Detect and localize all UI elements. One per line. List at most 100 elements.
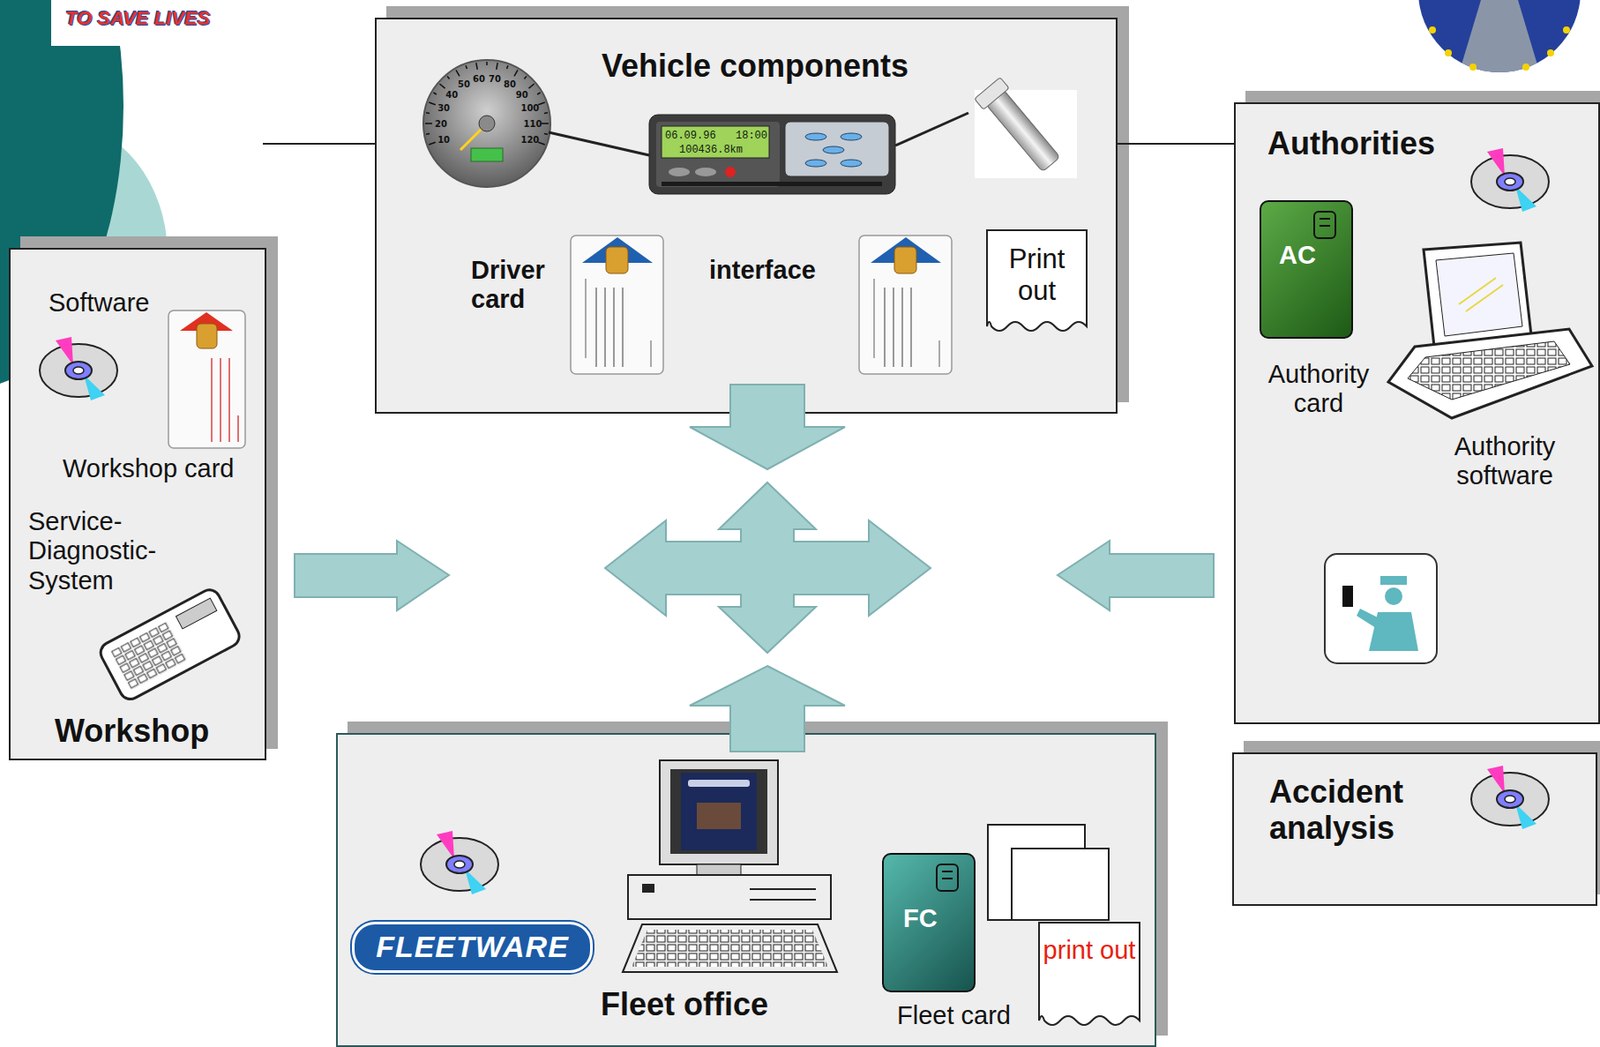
node-label: Workshop card	[62, 454, 235, 484]
speedometer	[428, 102, 436, 105]
speedometer	[423, 59, 551, 187]
paper-stack	[1011, 848, 1109, 920]
authority-box: AuthoritiesAuthority cardAuthority softw…	[1233, 102, 1600, 725]
exchange-arrows	[294, 540, 449, 611]
eu-emblem	[1547, 49, 1555, 57]
display-readout: 18:00	[735, 129, 768, 143]
paper-stack	[987, 824, 1085, 920]
card-chip-icon	[942, 877, 953, 880]
node-title: FLEETWARE	[354, 929, 591, 965]
laptop	[1435, 253, 1523, 337]
fleet-card: FC	[882, 852, 976, 993]
tachograph	[649, 114, 896, 195]
connector-line	[1117, 142, 1234, 145]
workshop-box: SoftwareWorkshop cardService- Diagnostic…	[8, 247, 267, 761]
speedometer	[428, 142, 436, 145]
gauge-number: 70	[488, 73, 501, 83]
laptop	[1388, 242, 1593, 419]
officer-icon	[1342, 585, 1354, 607]
wire	[548, 132, 650, 156]
eu-emblem	[1418, 0, 1581, 73]
exchange-arrows	[605, 482, 931, 653]
speedometer	[433, 92, 436, 95]
workshop-card-picture	[168, 310, 246, 449]
officer-icon	[1324, 553, 1437, 664]
speedometer	[426, 133, 430, 135]
speedometer	[426, 112, 430, 114]
tachograph	[822, 146, 845, 154]
speedometer	[485, 61, 488, 66]
exchange-arrows	[1057, 540, 1214, 611]
node-label: Authority software	[1426, 432, 1584, 492]
workshop-card-picture	[210, 358, 213, 442]
eu-emblem	[1469, 63, 1477, 71]
sensor	[974, 89, 1077, 179]
computer	[670, 769, 768, 854]
paper-stack	[987, 824, 1109, 920]
driver-card-picture	[570, 235, 664, 374]
speedometer	[544, 133, 548, 135]
node-title: print out	[1038, 935, 1141, 965]
laptop	[1407, 341, 1571, 400]
speedometer	[514, 69, 518, 76]
eu-emblem	[1428, 26, 1436, 34]
speedometer	[478, 115, 495, 132]
speedometer	[425, 61, 549, 145]
computer	[631, 929, 829, 967]
cd-icon	[1471, 148, 1549, 212]
speedometer	[528, 83, 534, 89]
tachograph	[840, 133, 862, 141]
exchange-arrows	[294, 384, 1214, 752]
speedometer	[544, 112, 548, 114]
computer	[696, 864, 741, 875]
card-chip-icon	[936, 864, 958, 891]
display-readout: 100436.8km	[679, 143, 743, 157]
printout-sheet: print out	[1038, 921, 1141, 1032]
wire	[895, 112, 969, 146]
workshop-card-picture	[168, 310, 246, 449]
laptop	[1423, 242, 1532, 347]
tachograph	[649, 114, 896, 195]
speedometer	[507, 65, 509, 69]
node-label: Workshop	[54, 712, 210, 749]
officer-icon	[1324, 553, 1437, 664]
gauge-number: 110	[523, 119, 543, 129]
node-title: AC	[1278, 240, 1316, 270]
computer	[696, 802, 741, 830]
printout-sheet: Print out	[986, 229, 1088, 337]
node-title: Print out	[986, 243, 1088, 307]
node-title: Authorities	[1267, 125, 1436, 162]
gauge-number: 40	[445, 89, 458, 99]
node-title: Accident analysis	[1269, 773, 1468, 847]
node-label: Service- Diagnostic- System	[28, 507, 186, 596]
laptop	[1458, 277, 1496, 305]
node-label: interface	[709, 255, 816, 285]
officer-icon	[1356, 608, 1378, 629]
computer	[680, 772, 757, 851]
node-label: Authority card	[1246, 359, 1391, 419]
diagnostic-device	[97, 586, 243, 703]
tachograph	[785, 121, 890, 177]
computer	[749, 898, 816, 901]
cd-icon	[39, 336, 118, 401]
laptop	[1388, 328, 1593, 419]
paper-outline	[1039, 922, 1140, 1025]
card-chip-icon	[1319, 224, 1331, 227]
node-title: Fleet office	[600, 986, 769, 1023]
computer	[628, 874, 831, 920]
speedometer	[476, 62, 478, 70]
speedometer	[523, 75, 527, 79]
speedometer	[447, 75, 450, 79]
sensor	[986, 89, 1061, 172]
computer	[687, 779, 750, 787]
card-chip-icon	[936, 864, 958, 891]
sensor	[974, 77, 1077, 179]
brand-logo: FLEETWARE	[351, 921, 593, 973]
speedometer	[425, 122, 433, 125]
speedometer	[439, 83, 445, 89]
gauge-number: 120	[520, 134, 539, 144]
tachograph	[661, 181, 883, 187]
leader-line	[262, 142, 375, 145]
tachograph	[695, 167, 717, 177]
